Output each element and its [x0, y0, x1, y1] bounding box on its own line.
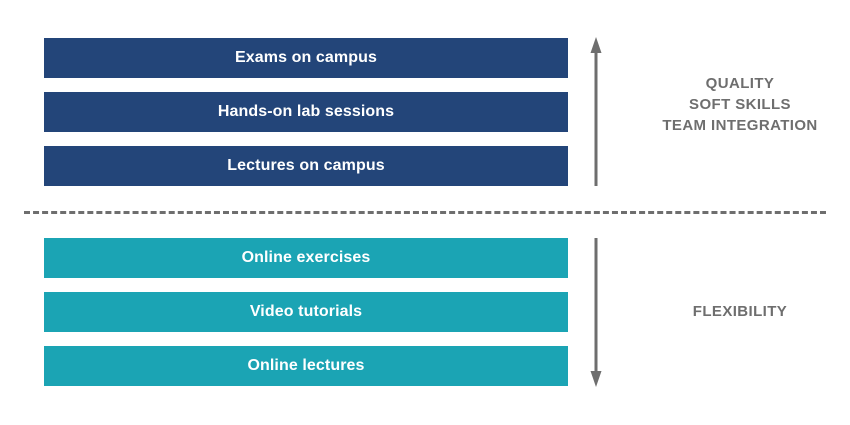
dashed-divider: [24, 211, 826, 214]
bar-label: Hands-on lab sessions: [217, 103, 395, 120]
bar-online-exercises: Online exercises: [44, 238, 568, 278]
campus-bar-group: Exams on campus Hands-on lab sessions Le…: [44, 38, 568, 186]
up-arrow-icon: [586, 36, 606, 188]
bar-online-lectures: Online lectures: [44, 346, 568, 386]
bar-video-tutorials: Video tutorials: [44, 292, 568, 332]
bar-hands-on-lab-sessions: Hands-on lab sessions: [44, 92, 568, 132]
bar-label: Video tutorials: [249, 303, 363, 320]
caption-line-soft-skills: SOFT SKILLS: [689, 96, 791, 113]
online-caption: FLEXIBILITY: [630, 301, 850, 322]
bar-label: Lectures on campus: [227, 157, 385, 174]
campus-caption: QUALITY SOFT SKILLS TEAM INTEGRATION: [630, 73, 850, 136]
caption-line-team-integration: TEAM INTEGRATION: [662, 117, 818, 134]
bar-label: Exams on campus: [235, 49, 377, 66]
bar-label: Online lectures: [247, 357, 365, 374]
down-arrow-icon: [586, 238, 606, 388]
caption-line-quality: QUALITY: [705, 75, 775, 92]
caption-line-flexibility: FLEXIBILITY: [692, 303, 788, 320]
bar-exams-on-campus: Exams on campus: [44, 38, 568, 78]
online-bar-group: Online exercises Video tutorials Online …: [44, 238, 568, 386]
bar-label: Online exercises: [241, 249, 371, 266]
bar-lectures-on-campus: Lectures on campus: [44, 146, 568, 186]
